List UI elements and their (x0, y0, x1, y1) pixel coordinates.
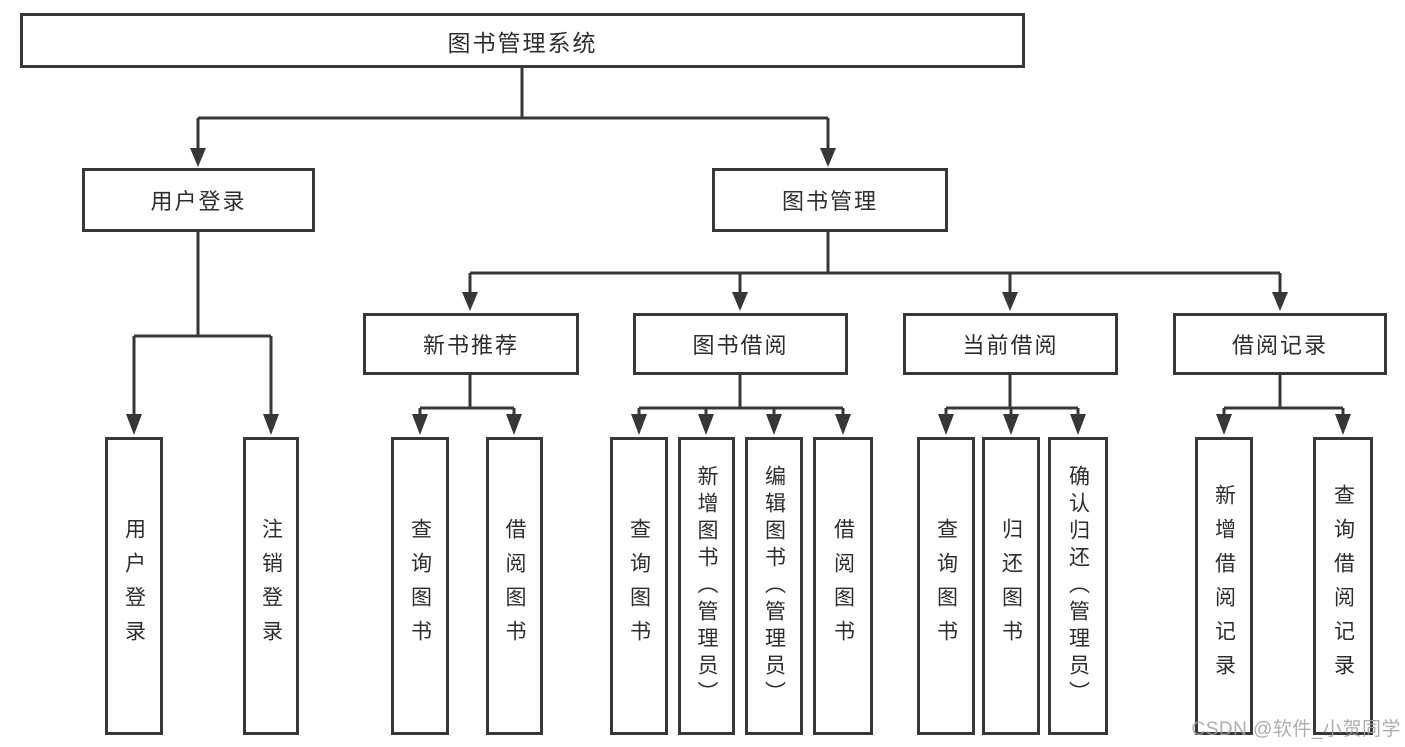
leaf-query-books-borrow-label: 查询图书 (627, 518, 651, 654)
node-root: 图书管理系统 (20, 13, 1025, 68)
leaf-add-book-admin-label: 新增图书（管理员） (695, 464, 718, 708)
leaf-confirm-return-admin: 确认归还（管理员） (1048, 437, 1108, 735)
leaf-edit-book-admin-label: 编辑图书（管理员） (762, 464, 786, 708)
node-new-book-recommend: 新书推荐 (363, 313, 579, 375)
leaf-query-books-recommend-label: 查询图书 (408, 518, 432, 654)
node-current-borrow: 当前借阅 (903, 313, 1118, 375)
leaf-query-books-borrow: 查询图书 (610, 437, 668, 735)
leaf-borrow-books-label: 借阅图书 (831, 518, 855, 654)
watermark: CSDN @软件_小贺同学 (1191, 719, 1401, 740)
node-user-login-label: 用户登录 (150, 189, 247, 214)
node-book-borrow: 图书借阅 (633, 313, 848, 375)
leaf-borrow-books-recommend: 借阅图书 (486, 437, 543, 735)
leaf-edit-book-admin: 编辑图书（管理员） (745, 437, 803, 735)
leaf-logout: 注销登录 (243, 437, 299, 735)
leaf-query-borrow-record: 查询借阅记录 (1313, 437, 1373, 735)
leaf-borrow-books-recommend-label: 借阅图书 (503, 518, 526, 654)
leaf-logout-label: 注销登录 (259, 518, 283, 654)
node-root-label: 图书管理系统 (447, 29, 598, 56)
arrowheads (126, 148, 1351, 435)
leaf-query-books-recommend: 查询图书 (391, 437, 449, 735)
node-new-book-recommend-label: 新书推荐 (422, 333, 519, 358)
node-current-borrow-label: 当前借阅 (962, 333, 1059, 358)
leaf-user-login-label: 用户登录 (122, 518, 146, 654)
leaf-query-borrow-record-label: 查询借阅记录 (1331, 484, 1355, 688)
leaf-query-books-current: 查询图书 (917, 437, 975, 735)
node-book-management-label: 图书管理 (781, 189, 878, 214)
leaf-add-book-admin: 新增图书（管理员） (678, 437, 735, 735)
leaf-user-login: 用户登录 (105, 437, 163, 735)
leaf-query-books-current-label: 查询图书 (934, 518, 958, 654)
leaf-borrow-books: 借阅图书 (813, 437, 873, 735)
node-book-borrow-label: 图书借阅 (692, 333, 789, 358)
node-user-login: 用户登录 (82, 168, 315, 232)
node-borrow-records-label: 借阅记录 (1231, 333, 1328, 358)
leaf-add-borrow-record: 新增借阅记录 (1195, 437, 1253, 735)
leaf-return-book-label: 归还图书 (999, 518, 1023, 654)
node-borrow-records: 借阅记录 (1173, 313, 1387, 375)
leaf-add-borrow-record-label: 新增借阅记录 (1212, 484, 1236, 688)
node-book-management: 图书管理 (712, 168, 948, 232)
leaf-confirm-return-admin-label: 确认归还（管理员） (1066, 464, 1090, 708)
leaf-return-book: 归还图书 (982, 437, 1040, 735)
